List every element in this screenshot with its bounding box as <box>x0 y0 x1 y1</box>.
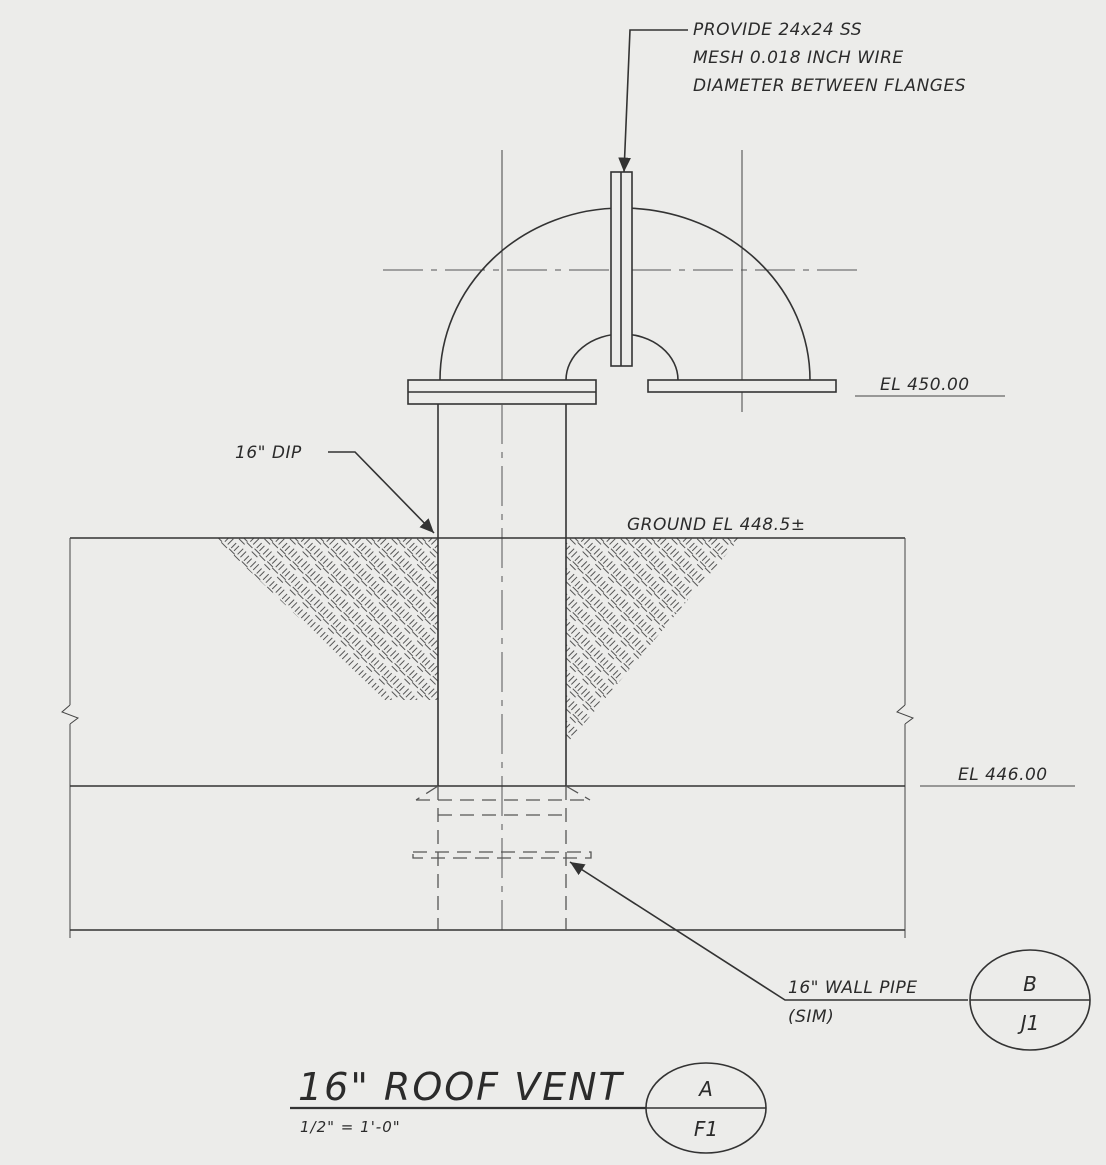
ground-label: GROUND EL 448.5± <box>627 515 806 535</box>
mesh-leader <box>618 29 688 173</box>
pipe-leader <box>328 451 435 534</box>
backfill-right <box>566 538 740 745</box>
gooseneck-elbow <box>439 171 811 381</box>
wall-pipe-sub-label: (SIM) <box>788 1007 834 1027</box>
ref-bubble-bottom: J1 <box>1017 1011 1040 1035</box>
wall-pipe-taper <box>415 785 591 801</box>
wall-pipe-label: 16" WALL PIPE <box>788 978 918 998</box>
title-bubble-bottom: F1 <box>694 1117 718 1141</box>
wall-pipe-leader <box>569 861 968 1001</box>
wall-pipe-collar <box>412 851 592 859</box>
title-bubble-top: A <box>697 1077 713 1101</box>
wall-pipe-hidden <box>412 785 592 930</box>
pipe-label: 16" DIP <box>235 443 302 463</box>
break-mark-right <box>896 704 915 725</box>
title-block: 16" ROOF VENT 1/2" = 1'-0" A F1 <box>290 1062 767 1154</box>
reference-bubble-wall-pipe: B J1 <box>969 949 1091 1051</box>
flange-right <box>647 379 837 393</box>
el-top-label: EL 450.00 <box>880 375 970 395</box>
backfill-left <box>215 538 438 700</box>
detail-scale: 1/2" = 1'-0" <box>300 1118 401 1136</box>
mesh-note-line-1: PROVIDE 24x24 SS <box>693 20 862 40</box>
detail-title: 16" ROOF VENT <box>298 1065 625 1109</box>
ref-bubble-top: B <box>1023 972 1037 996</box>
mesh-note-line-3: DIAMETER BETWEEN FLANGES <box>693 76 966 96</box>
break-mark-left <box>61 704 80 725</box>
el-bottom-label: EL 446.00 <box>958 765 1048 785</box>
mesh-note: PROVIDE 24x24 SS MESH 0.018 INCH WIRE DI… <box>618 20 966 173</box>
mesh-note-line-2: MESH 0.018 INCH WIRE <box>693 48 904 68</box>
